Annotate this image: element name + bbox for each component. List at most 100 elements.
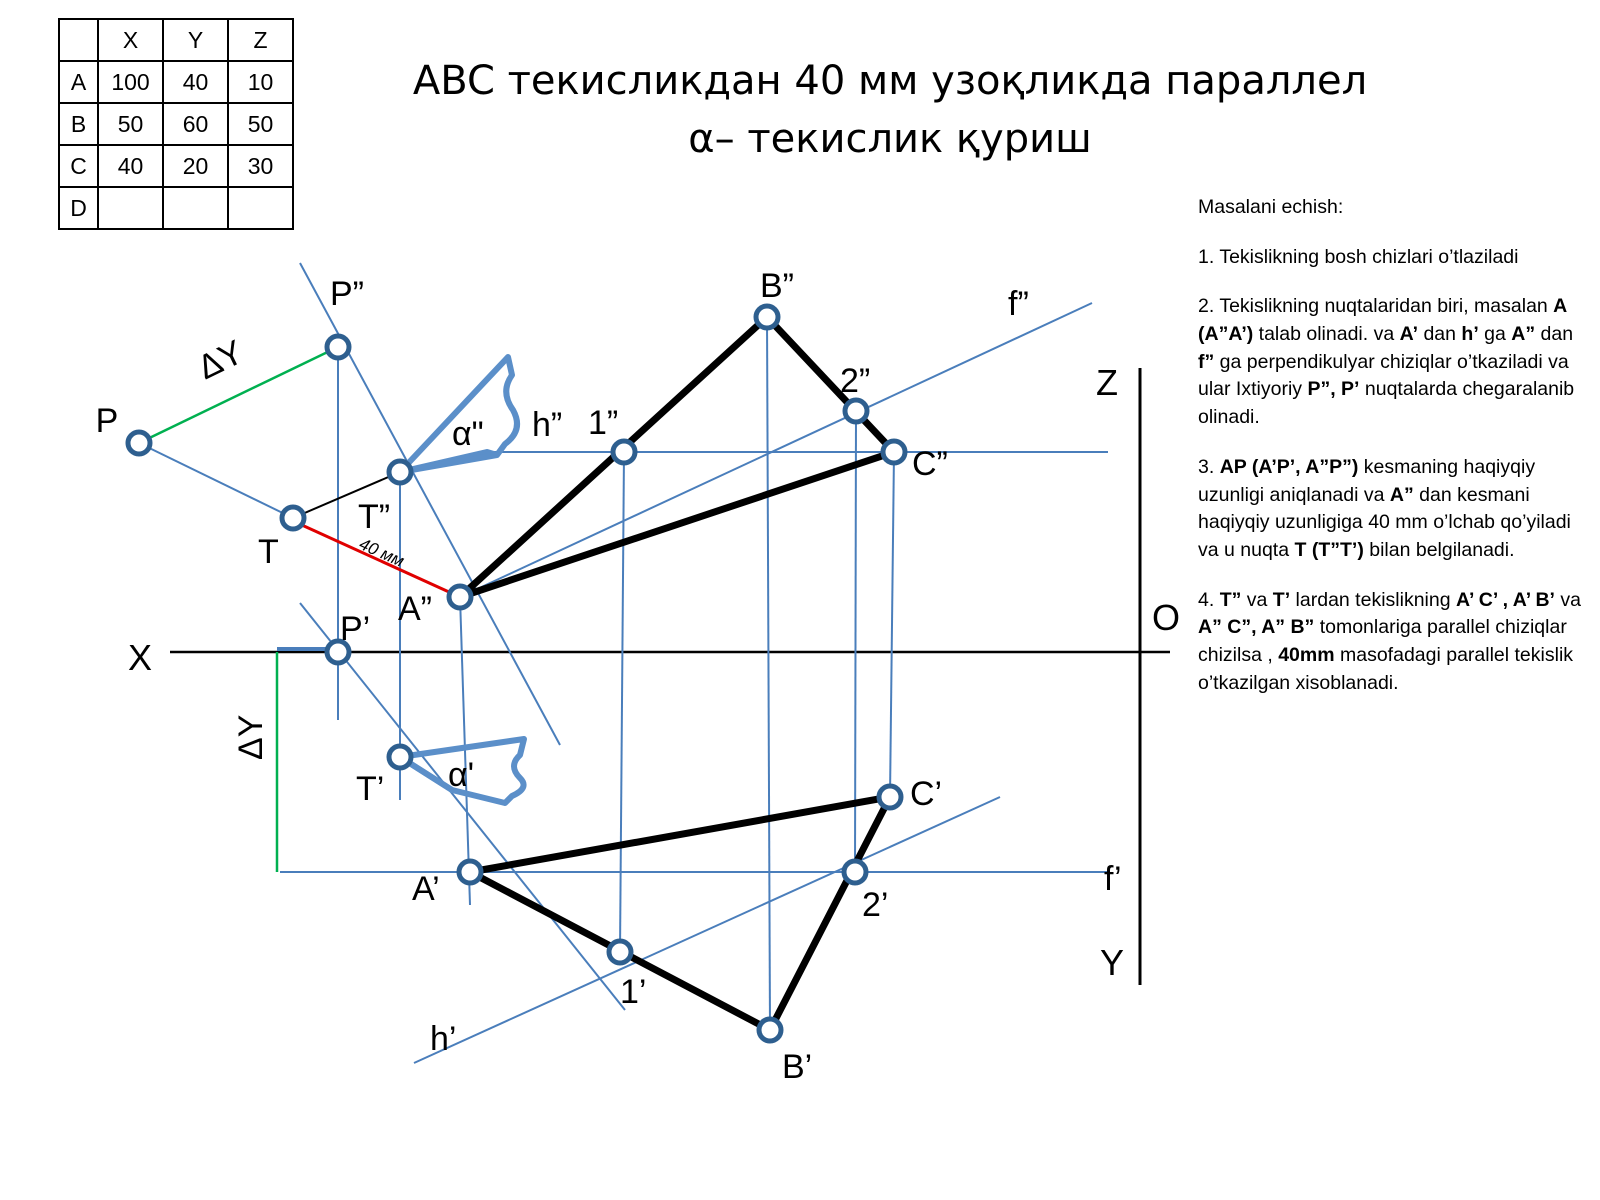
label-B-prime: B’ xyxy=(782,1048,812,1086)
delta-y-top-segment xyxy=(138,345,339,445)
horizontal-triangle xyxy=(466,793,894,1034)
cell-c-y: 20 xyxy=(162,144,229,188)
step-3-term-1: AP (A’P’, A”P”) xyxy=(1219,455,1359,478)
alpha-prime-flag xyxy=(397,736,527,806)
connector-c xyxy=(889,451,895,798)
axis-system xyxy=(170,368,1170,985)
cell-c-z: 30 xyxy=(227,144,294,188)
step-4: 4. T” va T’ lardan tekislikning A’ C’ , … xyxy=(1198,587,1594,698)
frontal-triangle-outline xyxy=(456,313,898,601)
table-header-z: Z xyxy=(227,18,294,62)
row-label-c: C xyxy=(58,144,99,188)
alpha-double-prime-flag xyxy=(397,354,521,475)
table-header-y: Y xyxy=(162,18,229,62)
label-P-double-prime: P” xyxy=(330,275,364,313)
connector-2 xyxy=(854,410,857,873)
horizontal-triangle-outline xyxy=(466,793,894,1034)
label-A-prime: A’ xyxy=(412,870,440,908)
node-Ppp xyxy=(324,333,352,361)
cell-b-z: 50 xyxy=(227,102,294,146)
label-axis-z: Z xyxy=(1096,362,1118,403)
node-Ap xyxy=(456,858,484,886)
step-2-text-a: Tekislikning nuqtalaridan biri, masalan xyxy=(1219,295,1554,318)
row-label-d: D xyxy=(58,186,99,230)
step-2-term-4: A” xyxy=(1511,323,1536,346)
table-corner-cell xyxy=(58,18,99,62)
title-line-1: ABC текисликдан 40 мм узоқликда параллел xyxy=(412,58,1368,104)
page-title: ABC текисликдан 40 мм узоқликда параллел… xyxy=(360,52,1420,168)
label-delta-y-bottom: ΔY xyxy=(232,715,270,760)
step-2: 2. Tekislikning nuqtalaridan biri, masal… xyxy=(1198,293,1594,431)
label-alpha-prime: α' xyxy=(448,756,474,794)
step-3-text-b: dan kesmani haqiyqiy uzunligiga 40 mm o’… xyxy=(1198,483,1571,561)
connector-b xyxy=(766,316,771,1031)
cell-a-x: 100 xyxy=(97,60,164,104)
step-3-term-2: A” xyxy=(1389,483,1414,506)
label-h-double-prime: h” xyxy=(532,406,562,444)
cell-b-x: 50 xyxy=(97,102,164,146)
step-2-text-e: ga xyxy=(1478,323,1512,346)
label-1-double-prime: 1” xyxy=(588,404,618,442)
step-3: 3. AP (A’P’, A”P”) kesmaning haqiyqiy uz… xyxy=(1198,454,1594,565)
label-2-prime: 2’ xyxy=(862,886,888,924)
node-Tp xyxy=(386,743,414,771)
label-T-double-prime: T” xyxy=(358,498,390,536)
cell-d-z xyxy=(227,186,294,230)
connector-a xyxy=(459,596,471,906)
cell-d-y xyxy=(162,186,229,230)
cell-a-y: 40 xyxy=(162,60,229,104)
label-1-prime: 1’ xyxy=(620,973,646,1011)
label-axis-y: Y xyxy=(1100,942,1124,983)
cell-a-z: 10 xyxy=(227,60,294,104)
label-P: P xyxy=(96,402,119,440)
table-row: A 100 40 10 xyxy=(58,60,294,104)
t-to-tpp-segment xyxy=(292,471,401,519)
step-2-term-2: A’ xyxy=(1399,323,1419,346)
step-4-text-e: masofadagi parallel tekislik o’tkazilgan… xyxy=(1198,643,1574,694)
step-1: 1. Tekislikning bosh chizlari o’tlazilad… xyxy=(1198,244,1594,272)
label-T-prime: T’ xyxy=(356,770,384,808)
label-delta-y-top: ΔY xyxy=(192,333,249,387)
step-3-number: 3. xyxy=(1198,455,1220,478)
step-1-text: Tekislikning bosh chizlari o’tlaziladi xyxy=(1219,245,1519,268)
steps-heading: Masalani echish: xyxy=(1198,196,1344,218)
step-1-number: 1. xyxy=(1198,245,1220,268)
node-Cpp xyxy=(880,438,908,466)
step-2-number: 2. xyxy=(1198,295,1220,318)
step-2-text-d: dan xyxy=(1418,323,1462,346)
label-origin-o: O xyxy=(1152,597,1180,638)
node-1p xyxy=(606,938,634,966)
label-T: T xyxy=(258,533,279,571)
step-4-text-c: va xyxy=(1554,588,1581,611)
step-3-text-a: kesmaning haqiyqiy uzunligi aniqlanadi v… xyxy=(1198,455,1536,506)
step-2-term-3: h’ xyxy=(1461,323,1479,346)
step-3-term-3: T (T”T’) xyxy=(1294,538,1364,561)
table-row: B 50 60 50 xyxy=(58,102,294,146)
connector-1 xyxy=(619,451,625,953)
f-double-prime-line xyxy=(459,302,1093,598)
node-Tpp xyxy=(386,458,414,486)
step-4-text-d: tomonlariga parallel chiziqlar chizilsa … xyxy=(1198,616,1567,666)
step-2-text-f: dan xyxy=(1535,323,1574,346)
label-C-prime: C’ xyxy=(910,775,942,813)
projection-connection-lines xyxy=(337,316,895,1031)
step-2-text-c: talab olinadi. va xyxy=(1253,323,1400,346)
step-4-term-2: T’ xyxy=(1272,588,1291,611)
node-App xyxy=(446,583,474,611)
node-Bp xyxy=(756,1016,784,1044)
solution-steps-panel: Masalani echish: 1. Tekislikning bosh ch… xyxy=(1198,194,1594,697)
label-2-double-prime: 2” xyxy=(840,362,870,400)
table-row: C 40 20 30 xyxy=(58,144,294,188)
step-4-term-4: A” C”, A” B” xyxy=(1198,616,1315,639)
point-nodes xyxy=(125,303,908,1044)
label-P-prime: P’ xyxy=(340,610,370,648)
row-label-a: A xyxy=(58,60,99,104)
step-4-term-5: 40mm xyxy=(1278,643,1335,666)
node-2p xyxy=(841,858,869,886)
step-3-text-c: bilan belgilanadi. xyxy=(1363,538,1515,561)
node-T xyxy=(279,504,307,532)
step-2-term-1: A (A”A’) xyxy=(1198,295,1567,346)
label-alpha-double-prime: α" xyxy=(452,415,484,453)
step-2-term-5: f” xyxy=(1198,350,1215,373)
